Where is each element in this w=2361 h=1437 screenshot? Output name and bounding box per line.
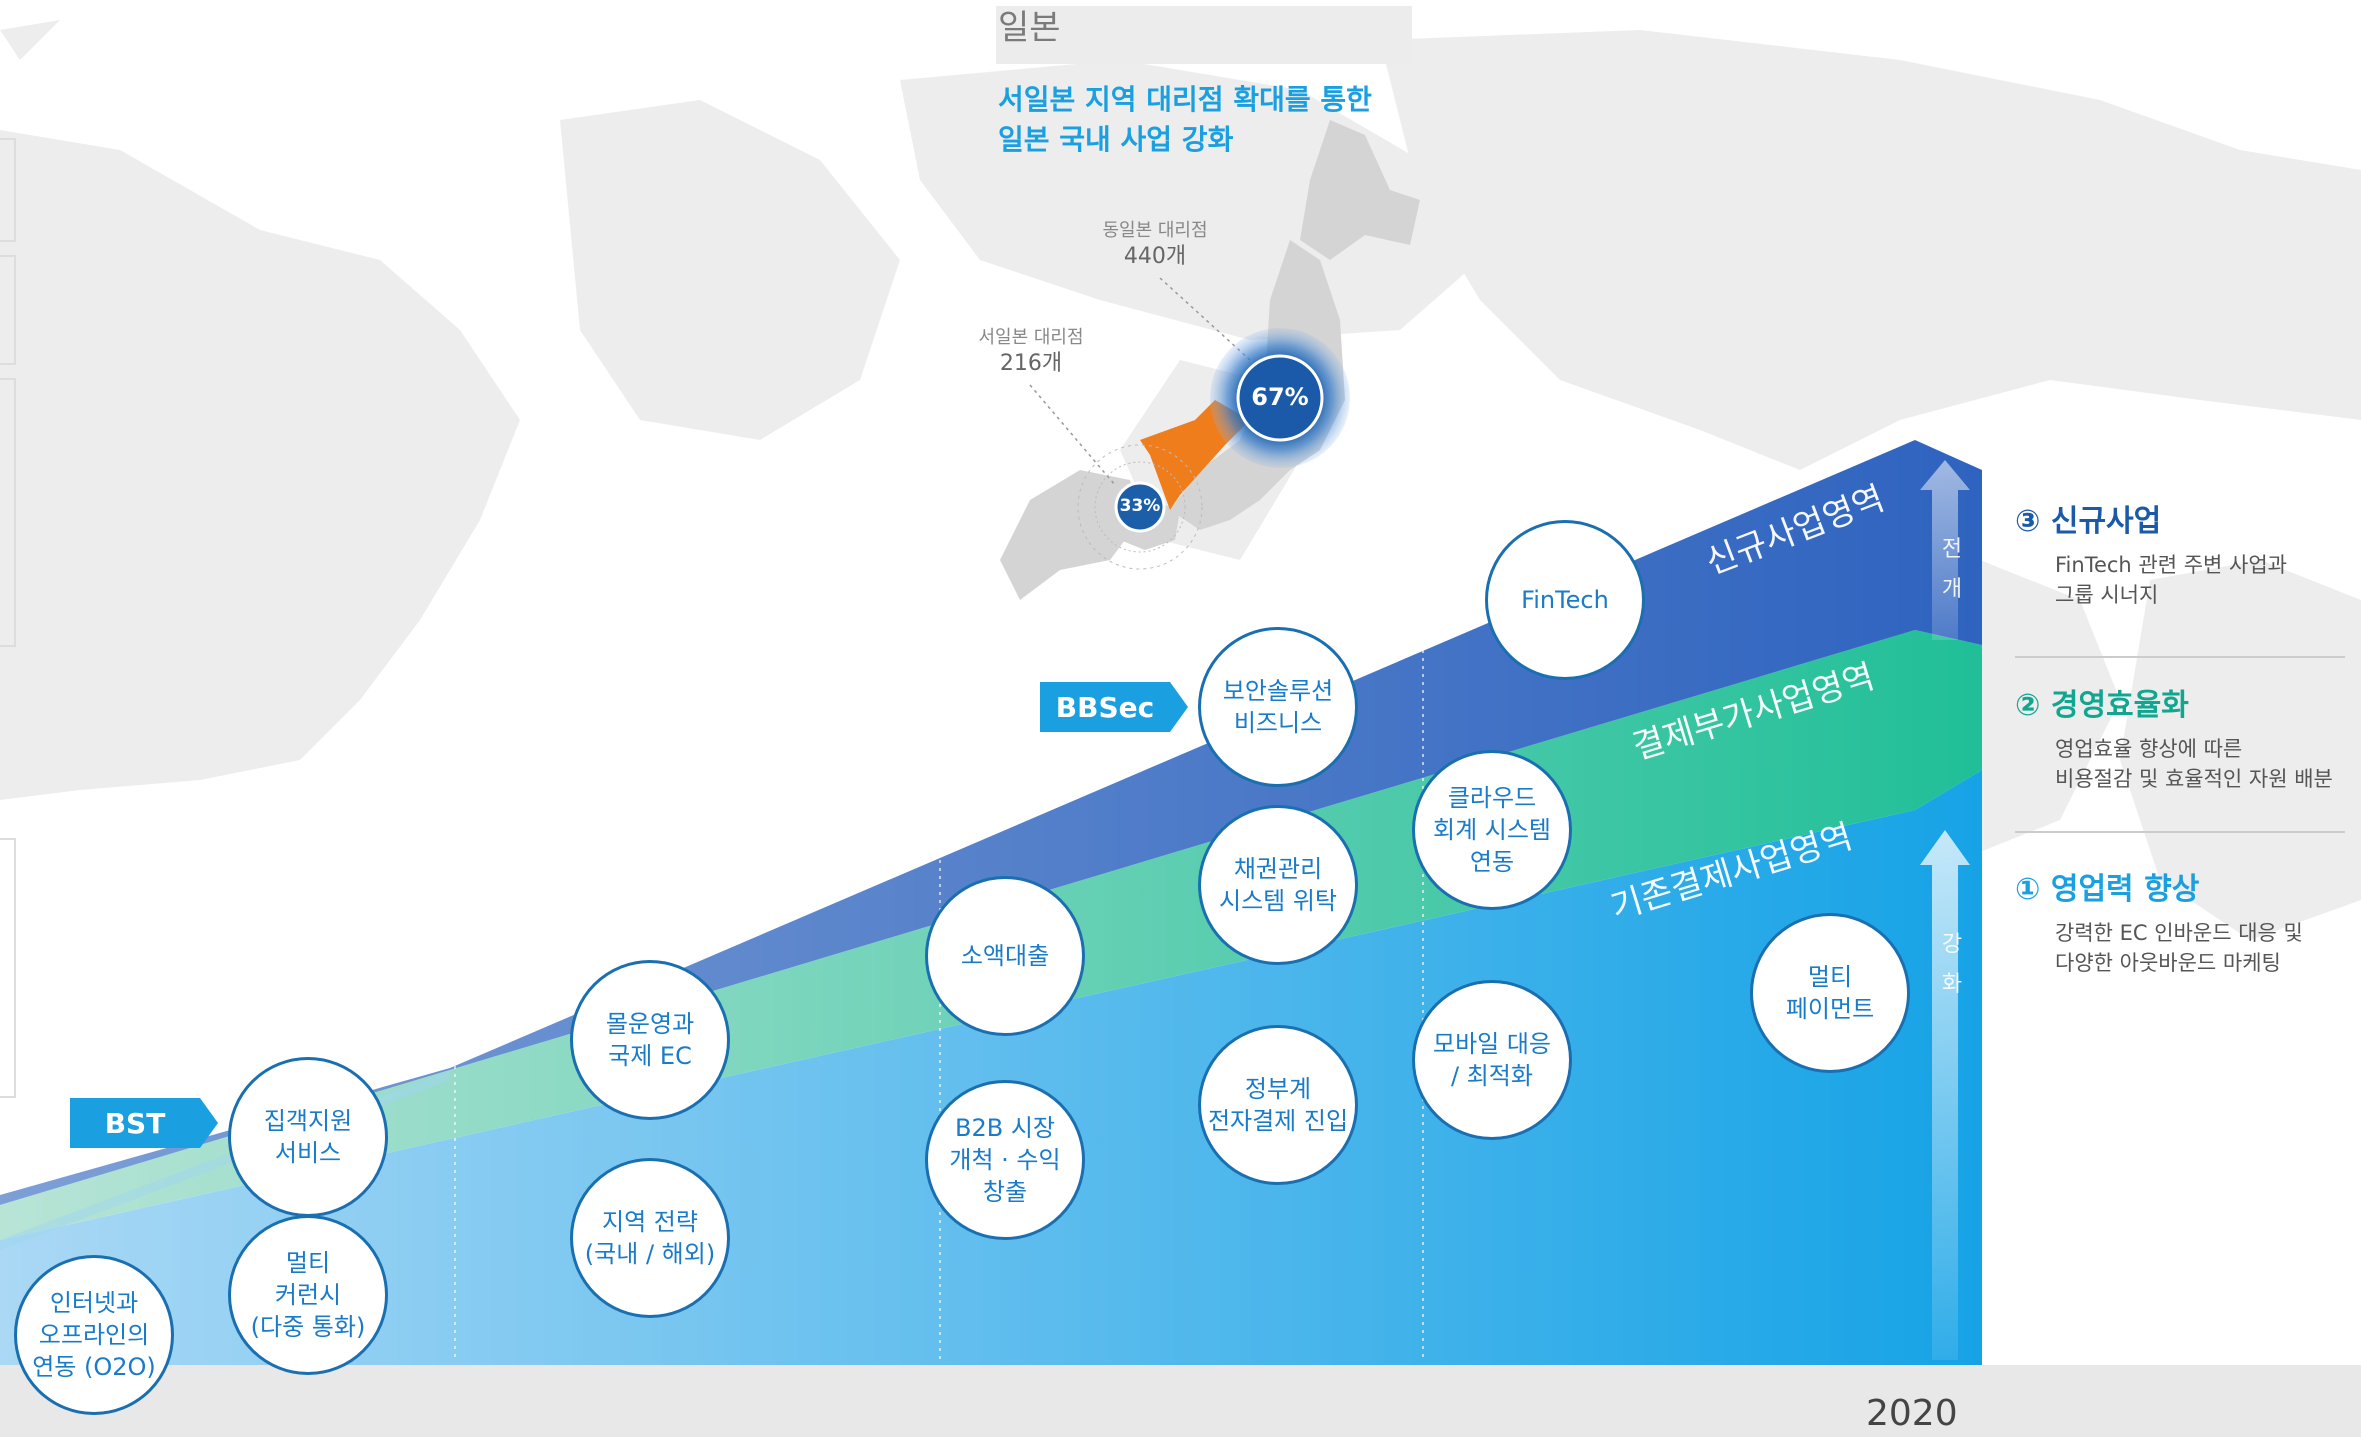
side-item-sales-desc-2: 다양한 아웃바운드 마케팅 xyxy=(2055,951,2281,975)
east-percent: 67% xyxy=(1251,383,1309,411)
band-new xyxy=(0,440,1982,1205)
region-title: 일본 xyxy=(998,8,1061,48)
circle-mall-ec-text: 몰운영과 국제 EC xyxy=(605,1010,695,1070)
strengthen-text: 강 화 xyxy=(1937,925,1967,1005)
circle-gov-payment-text: 정부계 전자결제 진입 xyxy=(1207,1075,1349,1135)
circle-fintech-text: FinTech xyxy=(1521,586,1609,614)
circle-multipayment: 멀티 페이먼트 xyxy=(1750,913,1910,1073)
circle-small-loan: 소액대출 xyxy=(925,876,1085,1036)
strengthen-arrow xyxy=(1920,830,1970,1360)
circle-receivable: 채권관리 시스템 위탁 xyxy=(1198,805,1358,965)
circle-mall-ec: 몰운영과 국제 EC xyxy=(570,960,730,1120)
expand-char-2: 개 xyxy=(1941,577,1963,602)
bbsec-label: BBSec xyxy=(1040,682,1170,732)
circle-security-business: 보안솔루션 비즈니스 xyxy=(1198,627,1358,787)
side-divider-2 xyxy=(2015,831,2345,833)
circle-b2b: B2B 시장 개척 · 수익 창출 xyxy=(925,1080,1085,1240)
west-dealer-name: 서일본 대리점 xyxy=(978,327,1084,348)
circle-regional-strategy: 지역 전략 (국내 / 해외) xyxy=(570,1158,730,1318)
left-panel-1 xyxy=(0,138,16,242)
bst-flag: BST xyxy=(70,1098,218,1148)
timeline-year: 2020 xyxy=(1866,1393,1958,1434)
west-dot xyxy=(1114,481,1166,533)
circle-fintech: FinTech xyxy=(1485,520,1645,680)
circle-cloud-accounting-text: 클라우드 회계 시스템 연동 xyxy=(1432,784,1552,876)
bbsec-flag: BBSec xyxy=(1040,682,1188,732)
circle-customer-support: 집객지원 서비스 xyxy=(228,1057,388,1217)
region-subtitle: 서일본 지역 대리점 확대를 통한 일본 국내 사업 강화 xyxy=(998,80,1372,160)
circle-cloud-accounting: 클라우드 회계 시스템 연동 xyxy=(1412,750,1572,910)
band-existing xyxy=(0,770,1982,1365)
subtitle-line-1: 서일본 지역 대리점 확대를 통한 xyxy=(998,83,1372,116)
circle-small-loan-text: 소액대출 xyxy=(960,942,1050,970)
strengthen-char-2: 화 xyxy=(1941,972,1963,997)
subtitle-line-2: 일본 국내 사업 강화 xyxy=(998,123,1234,156)
side-item-efficiency-desc-2: 비용절감 및 효율적인 자원 배분 xyxy=(2055,767,2333,791)
expand-arrow xyxy=(1920,460,1970,640)
circle-gov-payment: 정부계 전자결제 진입 xyxy=(1198,1025,1358,1185)
circle-mobile-text: 모바일 대응 / 최적화 xyxy=(1432,1030,1552,1090)
circle-regional-strategy-text: 지역 전략 (국내 / 해외) xyxy=(584,1208,716,1268)
expand-text: 전 개 xyxy=(1937,530,1967,610)
side-item-new-business-desc-1: FinTech 관련 주변 사업과 xyxy=(2055,553,2287,577)
east-dealer-label: 동일본 대리점 440개 xyxy=(1090,218,1220,270)
expand-char-1: 전 xyxy=(1941,537,1963,562)
circle-mobile: 모바일 대응 / 최적화 xyxy=(1412,980,1572,1140)
circle-multipayment-text: 멀티 페이먼트 xyxy=(1785,963,1875,1023)
left-panel-4 xyxy=(0,838,16,1098)
side-item-new-business-title: ③ 신규사업 xyxy=(2015,504,2162,539)
west-dealer-label: 서일본 대리점 216개 xyxy=(966,325,1096,377)
circle-o2o: 인터넷과 오프라인의 연동 (O2O) xyxy=(14,1255,174,1415)
strengthen-char-1: 강 xyxy=(1941,932,1963,957)
side-item-efficiency-desc-1: 영업효율 향상에 따른 xyxy=(2055,737,2243,761)
west-dealer-count: 216개 xyxy=(999,351,1063,376)
circle-multicurrency-text: 멀티 커런시 (다중 통화) xyxy=(250,1249,366,1341)
side-item-new-business-desc-2: 그룹 시너지 xyxy=(2055,583,2159,607)
side-item-sales-desc-1: 강력한 EC 인바운드 대응 및 xyxy=(2055,921,2303,945)
east-dealer-name: 동일본 대리점 xyxy=(1102,220,1208,241)
side-item-sales-title: ① 영업력 향상 xyxy=(2015,872,2200,907)
east-dealer-count: 440개 xyxy=(1123,244,1187,269)
left-panel-2 xyxy=(0,255,16,365)
left-panel-3 xyxy=(0,378,16,647)
timeline-strip xyxy=(0,1365,2361,1437)
circle-o2o-text: 인터넷과 오프라인의 연동 (O2O) xyxy=(32,1289,156,1381)
circle-security-business-text: 보안솔루션 비즈니스 xyxy=(1222,677,1334,737)
side-divider-1 xyxy=(2015,656,2345,658)
header-bg xyxy=(996,6,1412,64)
bst-label: BST xyxy=(70,1098,200,1148)
circle-receivable-text: 채권관리 시스템 위탁 xyxy=(1218,855,1338,915)
circle-b2b-text: B2B 시장 개척 · 수익 창출 xyxy=(949,1114,1061,1206)
circle-multicurrency: 멀티 커런시 (다중 통화) xyxy=(228,1215,388,1375)
side-item-efficiency-title: ② 경영효율화 xyxy=(2015,688,2189,723)
circle-customer-support-text: 집객지원 서비스 xyxy=(263,1107,353,1167)
west-percent: 33% xyxy=(1119,496,1161,516)
